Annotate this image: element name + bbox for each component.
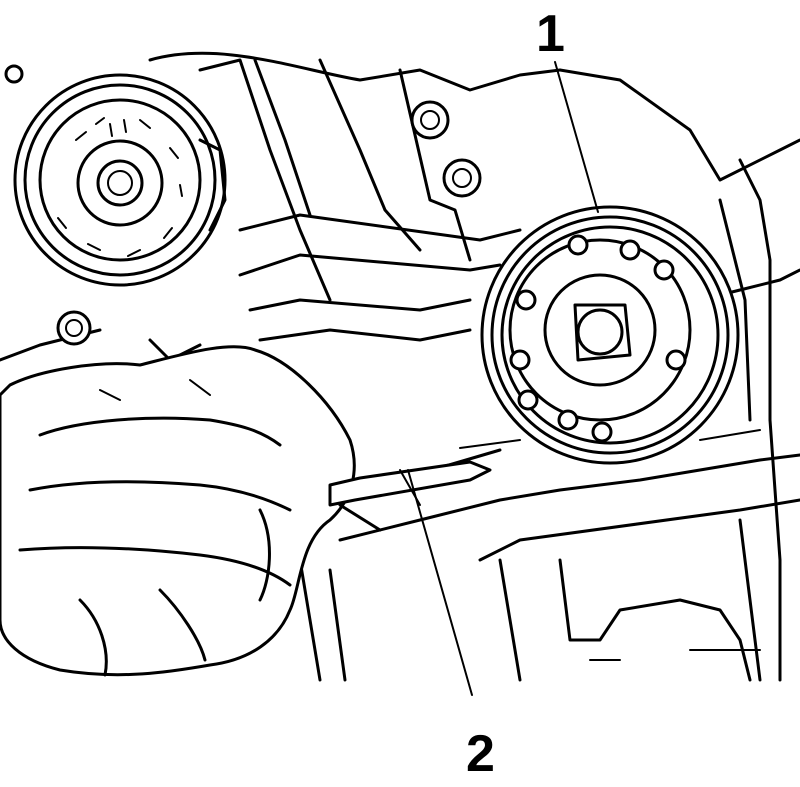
callout-2: 2 — [466, 725, 495, 783]
hand-with-tool — [0, 345, 521, 677]
leader-line-2 — [407, 469, 473, 696]
leader-line-1 — [554, 61, 599, 213]
callout-1: 1 — [536, 5, 565, 63]
bolt-heads — [4, 64, 482, 346]
tensioner-pulley — [13, 73, 227, 287]
crankshaft-pulley — [480, 205, 740, 465]
